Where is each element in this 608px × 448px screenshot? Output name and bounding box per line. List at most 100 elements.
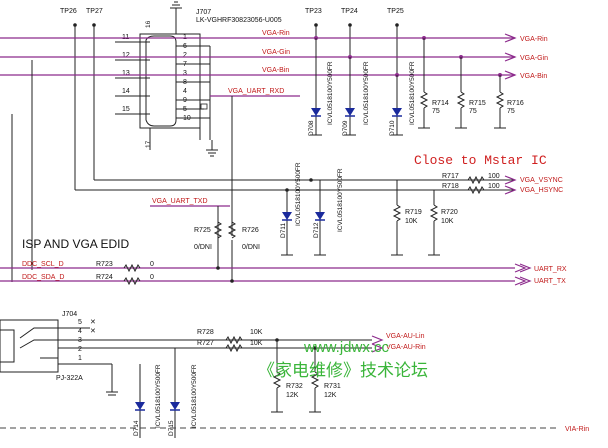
vga-gin-port-label: VGA-Gin [520, 55, 548, 62]
diode-d711: D711 ICVL0518100Y500FR [280, 162, 302, 256]
svg-text:VGA-AU-Rin: VGA-AU-Rin [386, 344, 426, 351]
testpoint-tp27: TP27 [86, 8, 103, 27]
svg-text:VGA_HSYNC: VGA_HSYNC [520, 187, 563, 194]
j707-pin17: 17 [145, 140, 152, 148]
svg-text:0: 0 [150, 274, 154, 281]
svg-text:4: 4 [183, 88, 187, 95]
j707-pin16: 16 [145, 20, 152, 28]
svg-text:VGA-Rin: VGA-Rin [262, 30, 290, 37]
diode-d714: D714 ICVL0518100Y500FR [133, 364, 162, 438]
svg-text:UART_RX: UART_RX [534, 266, 567, 273]
svg-text:R726: R726 [242, 227, 259, 234]
svg-text:13: 13 [122, 70, 130, 77]
net-ddc-sda: DDC_SDA_D R724 0 UART_TX [0, 274, 566, 286]
svg-text:VGA_UART_RXD: VGA_UART_RXD [228, 88, 284, 95]
svg-text:0/DNI: 0/DNI [194, 244, 212, 251]
svg-text:R720: R720 [441, 209, 458, 216]
net-vga-bin: VGA-Bin VGA-Bin [0, 67, 547, 80]
j707-right-pins: 1 6 2 7 3 8 4 9 5 10 [149, 34, 218, 157]
testpoint-tp24: TP24 [341, 8, 358, 27]
svg-text:D714: D714 [133, 420, 140, 436]
svg-text:ICVL0518100Y500FR: ICVL0518100Y500FR [191, 364, 198, 428]
net-vga-au-rin: R727 10K VGA-AU-Rin [180, 340, 426, 353]
section-heading: ISP AND VGA EDID [22, 237, 129, 251]
testpoint-tp23: TP23 [305, 8, 322, 27]
watermark-title: 《家电维修》技术论坛 [258, 361, 428, 381]
svg-text:R717: R717 [442, 173, 459, 180]
svg-text:R724: R724 [96, 274, 113, 281]
close-to-mstar-note: Close to Mstar IC [414, 153, 547, 168]
svg-text:UART_TX: UART_TX [534, 278, 566, 285]
svg-text:10K: 10K [250, 329, 263, 336]
testpoint-tp26: TP26 [60, 8, 77, 27]
svg-text:R716: R716 [507, 100, 524, 107]
svg-text:ICVL0518100Y500FR: ICVL0518100Y500FR [363, 61, 370, 125]
net-vga-gin: VGA-Gin VGA-Gin [0, 49, 548, 62]
svg-text:R715: R715 [469, 100, 486, 107]
tp25-label: TP25 [387, 8, 404, 15]
svg-text:75: 75 [469, 108, 477, 115]
testpoint-tp25: TP25 [387, 8, 404, 27]
j707-left-pins: 11 12 13 14 15 [115, 34, 150, 115]
svg-text:DDC_SDA_D: DDC_SDA_D [22, 274, 64, 281]
j707-part: LK-VGHRF30823056-U005 [196, 17, 282, 24]
resistor-r726: R726 0/DNI [227, 221, 260, 251]
svg-text:ICVL0518100Y500FR: ICVL0518100Y500FR [337, 168, 344, 232]
net-vga-uart-rxd: VGA_UART_RXD [210, 88, 300, 236]
svg-text:PJ-322A: PJ-322A [56, 375, 83, 382]
net-via-rin: VIA-Rin [0, 426, 589, 433]
svg-text:D711: D711 [280, 223, 287, 238]
svg-text:12K: 12K [286, 392, 299, 399]
svg-text:R725: R725 [194, 227, 211, 234]
svg-text:2: 2 [183, 52, 187, 59]
svg-text:12K: 12K [324, 392, 337, 399]
svg-text:DDC_SCL_D: DDC_SCL_D [22, 261, 64, 268]
svg-text:R727: R727 [197, 340, 214, 347]
diode-d715: D715 ICVL0518100Y500FR [168, 348, 198, 438]
svg-text:14: 14 [122, 88, 130, 95]
resistor-r725: R725 0/DNI [194, 221, 223, 251]
svg-text:VGA-AU-Lin: VGA-AU-Lin [386, 333, 425, 340]
diode-d712: D712 ICVL0518100Y500FR [313, 168, 344, 256]
svg-text:VGA_UART_TXD: VGA_UART_TXD [152, 198, 208, 205]
svg-text:VIA-Rin: VIA-Rin [565, 426, 589, 433]
svg-text:VGA-Bin: VGA-Bin [262, 67, 289, 74]
vga-bin-port-label: VGA-Bin [520, 73, 547, 80]
svg-text:VGA_VSYNC: VGA_VSYNC [520, 177, 563, 184]
svg-text:D709: D709 [342, 120, 349, 136]
svg-text:VGA-Gin: VGA-Gin [262, 49, 290, 56]
audio-jack-j704: J704 PJ-322A 5 4 3 2 1 ✕ ✕ [0, 311, 180, 396]
svg-text:✕: ✕ [90, 319, 96, 326]
svg-text:J704: J704 [62, 311, 77, 318]
svg-text:100: 100 [488, 173, 500, 180]
net-vga-au-lin: R728 10K VGA-AU-Lin [180, 329, 425, 345]
j707-ref: J707 [196, 9, 211, 16]
net-vga-uart-txd: VGA_UART_TXD [150, 198, 230, 240]
svg-text:75: 75 [432, 108, 440, 115]
resistor-r714: R714 75 [418, 38, 449, 129]
svg-text:R732: R732 [286, 383, 303, 390]
net-vga-vsync: R717 100 VGA_VSYNC [94, 173, 563, 185]
watermark-url: www.jdwx.cc [303, 339, 390, 356]
net-vga-hsync: R718 100 VGA_HSYNC [75, 183, 563, 195]
tp26-label: TP26 [60, 8, 77, 15]
svg-text:75: 75 [507, 108, 515, 115]
svg-text:R714: R714 [432, 100, 449, 107]
resistor-r719: R719 10K [391, 180, 422, 256]
tp27-label: TP27 [86, 8, 103, 15]
svg-text:R723: R723 [96, 261, 113, 268]
svg-text:10K: 10K [405, 218, 418, 225]
svg-text:5: 5 [78, 319, 82, 326]
resistor-r716: R716 75 [494, 75, 524, 129]
diode-d710: D710 ICVL0518100Y500FR [389, 61, 416, 136]
svg-text:D708: D708 [308, 120, 315, 136]
svg-text:0: 0 [150, 261, 154, 268]
svg-text:ICVL0518100Y500FR: ICVL0518100Y500FR [155, 364, 162, 428]
svg-text:100: 100 [488, 183, 500, 190]
svg-text:D710: D710 [389, 120, 396, 136]
net-vga-rin: VGA-Rin VGA-Rin [0, 30, 548, 43]
svg-text:ICVL0518100Y500FR: ICVL0518100Y500FR [295, 162, 302, 226]
svg-text:3: 3 [183, 70, 187, 77]
svg-text:2: 2 [78, 346, 82, 353]
